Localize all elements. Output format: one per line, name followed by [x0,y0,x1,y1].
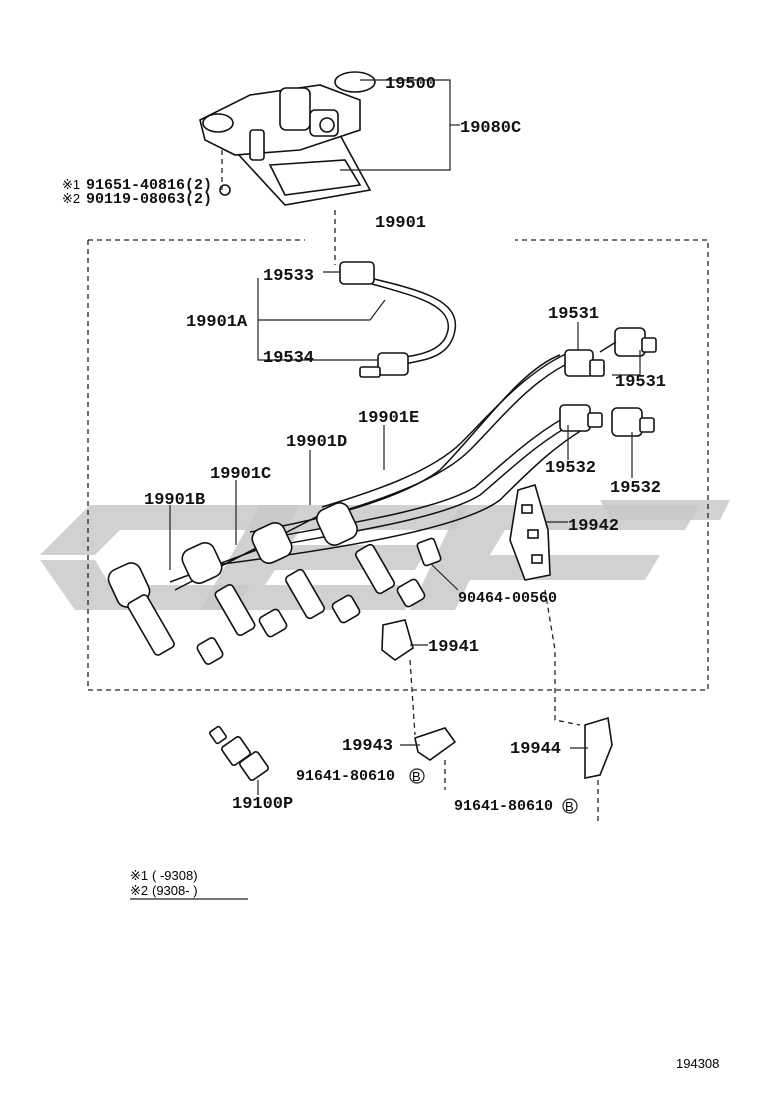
part-19901a: 19901A [186,313,248,332]
part-19100p: 19100P [232,795,293,814]
part-19534: 19534 [263,349,314,368]
plug-boot-2 [181,541,288,638]
terminal-19532-a [559,404,603,432]
part-19532-right: 19532 [610,479,661,498]
part-19944: 19944 [510,740,561,759]
part-90464: 90464-00560 [458,590,557,607]
clamp-19942 [509,484,551,581]
part-19531-right: 19531 [615,373,666,392]
circle-b-label: B [412,769,421,784]
circle-b-marker: B [409,768,425,784]
circle-b-label: B [565,799,574,814]
part-19533: 19533 [263,267,314,286]
bracket-19944 [584,716,613,779]
part-91641-a: 91641-80610 [296,768,395,785]
part-19901b: 19901B [144,491,205,510]
legend-mark-2: ※2 [130,883,148,898]
plug-boot-4 [316,502,426,608]
ignition-coil [199,71,376,206]
terminal-19532-b [611,407,655,437]
part-19080c: 19080C [460,119,521,138]
legend-range-2: (9308- ) [152,883,198,898]
plug-boot-3 [251,521,361,624]
part-19531-top: 19531 [548,305,599,324]
part-90119: 90119-08063(2) [86,191,212,208]
note-mark-1: ※1 [62,177,80,192]
part-19941: 19941 [428,638,479,657]
part-19500: 19500 [385,75,436,94]
part-19943: 19943 [342,737,393,756]
part-91651: 91651-40816(2) [86,177,212,194]
legend-range-1: ( -9308) [152,868,198,883]
wire-19901a [339,261,457,378]
legend: ※1 ( -9308) ※2 (9308- ) [130,868,248,900]
terminal-19531-b [599,327,657,357]
part-19532-left: 19532 [545,459,596,478]
plug-boot-1 [107,562,224,665]
part-19901: 19901 [375,214,426,233]
clip-90464 [416,537,442,567]
note-mark-2: ※2 [62,191,80,206]
legend-mark-1: ※1 [130,868,148,883]
spark-plug-19100p [209,725,269,781]
figure-number: 194308 [676,1056,719,1071]
part-19942: 19942 [568,517,619,536]
bracket-19943 [414,727,457,761]
part-91641-b: 91641-80610 [454,798,553,815]
clamp-19941 [381,619,414,661]
terminal-19531-a [564,349,605,377]
part-19901d: 19901D [286,433,347,452]
part-19901e: 19901E [358,409,419,428]
circle-b-marker: B [562,798,578,814]
part-19901c: 19901C [210,465,271,484]
